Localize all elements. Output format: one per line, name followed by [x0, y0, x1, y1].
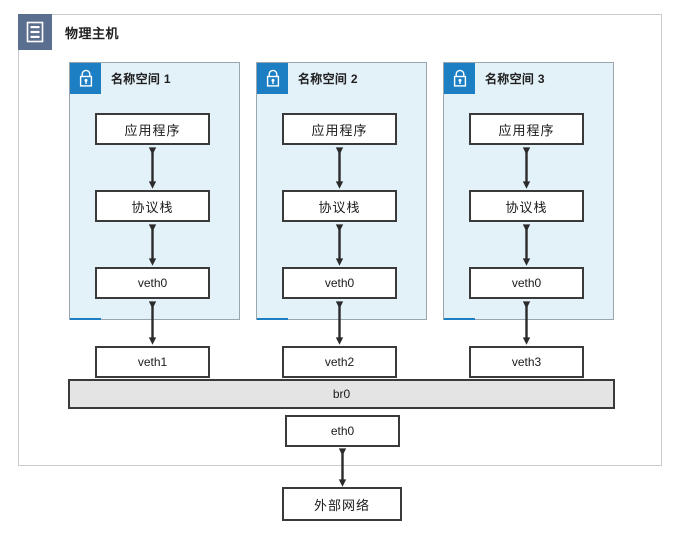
namespace-accent-strip-1: [70, 318, 101, 320]
node-veth0-3: veth0: [469, 267, 584, 299]
node-host-veth-2: veth2: [282, 346, 397, 378]
namespace-title-1: 名称空间 1: [111, 72, 171, 86]
node-stack-3: 协议栈: [469, 190, 584, 222]
lock-icon: [70, 63, 101, 94]
node-external-network: 外部网络: [282, 487, 402, 521]
namespace-accent-strip-2: [257, 318, 288, 320]
namespace-header-1: 名称空间 1: [70, 63, 171, 94]
node-app-3: 应用程序: [469, 113, 584, 145]
server-icon: [18, 14, 52, 50]
lock-icon: [257, 63, 288, 94]
lock-icon: [444, 63, 475, 94]
node-host-veth-3: veth3: [469, 346, 584, 378]
node-eth0: eth0: [285, 415, 400, 447]
node-veth0-1: veth0: [95, 267, 210, 299]
node-app-2: 应用程序: [282, 113, 397, 145]
node-app-1: 应用程序: [95, 113, 210, 145]
node-stack-1: 协议栈: [95, 190, 210, 222]
namespace-title-2: 名称空间 2: [298, 72, 358, 86]
physical-host-header: 物理主机: [18, 14, 119, 50]
node-stack-2: 协议栈: [282, 190, 397, 222]
node-host-veth-1: veth1: [95, 346, 210, 378]
namespace-header-2: 名称空间 2: [257, 63, 358, 94]
bridge-br0: br0: [68, 379, 615, 409]
namespace-title-3: 名称空间 3: [485, 72, 545, 86]
namespace-accent-strip-3: [444, 318, 475, 320]
namespace-header-3: 名称空间 3: [444, 63, 545, 94]
physical-host-title: 物理主机: [65, 25, 120, 41]
node-veth0-2: veth0: [282, 267, 397, 299]
